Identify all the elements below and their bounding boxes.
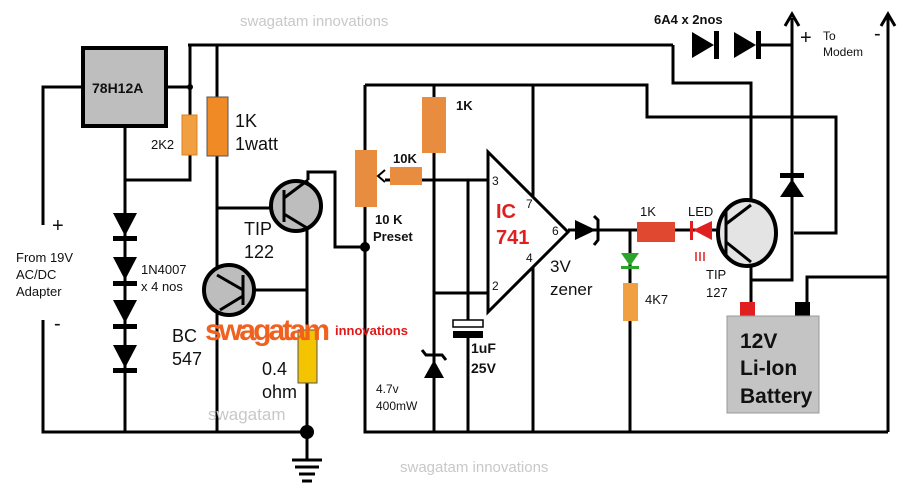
zener-ref-label: 400mW [376, 399, 418, 413]
input-label: Adapter [16, 284, 62, 299]
watermark-gray: swagatam [208, 405, 285, 424]
red-led-icon [690, 221, 712, 240]
shunt-label: 0.4 [262, 359, 287, 379]
led-light-icon [695, 252, 705, 261]
resistor-1k-1watt [206, 96, 229, 157]
preset-wiper-arrow-icon [376, 169, 386, 183]
zener-ref-label: 4.7v [376, 382, 399, 396]
junction-dot [187, 84, 193, 90]
resistor-1k-label: 1K [235, 111, 257, 131]
watermark-logo: swagatam [205, 314, 330, 347]
zener-out-label: 3V [550, 257, 571, 276]
watermark-repeat: swagatam innovations swagatam innovation… [240, 13, 548, 476]
zener-out-label: zener [550, 280, 593, 299]
battery-label: Battery [740, 385, 813, 408]
transistor-tip127-icon [716, 198, 778, 268]
junction-dot [300, 425, 314, 439]
capacitor-icon [452, 319, 484, 338]
battery-label: Li-Ion [740, 357, 797, 380]
tip127-label: 127 [706, 285, 728, 300]
opamp-pin-label: 3 [492, 174, 499, 188]
opamp-pin-label: 7 [526, 197, 533, 211]
resistor-1k-top [422, 97, 446, 153]
resistor-4k7 [623, 283, 638, 321]
resistor-1k-label: 1watt [235, 134, 278, 154]
preset-label: 10 K [375, 212, 403, 227]
input-minus-label: - [54, 313, 61, 335]
opamp-label: 741 [496, 227, 529, 249]
diode-chain-icon [113, 213, 137, 373]
resistor-1k-top-label: 1K [456, 98, 473, 113]
opamp-pin-label: 4 [526, 251, 533, 265]
resistor-2k2-label: 2K2 [151, 137, 174, 152]
tip122-label: 122 [244, 242, 274, 262]
green-led-icon [621, 253, 639, 269]
tip127-label: TIP [706, 267, 726, 282]
freewheel-diode-icon [780, 173, 804, 197]
output-minus-label: - [874, 23, 881, 45]
input-plus-label: + [52, 215, 64, 237]
input-label: AC/DC [16, 267, 56, 282]
output-diodes-label: 6A4 x 2nos [654, 12, 723, 27]
tip122-label: TIP [244, 219, 272, 239]
regulator-label: 78H12A [92, 80, 143, 96]
resistor-2k2 [181, 114, 198, 156]
resistor-10k-label: 10K [393, 151, 417, 166]
svg-text:swagatam innovations: swagatam innovations [400, 459, 548, 476]
opamp-label: IC [496, 201, 516, 223]
opamp-pin-label: 6 [552, 224, 559, 238]
output-label: To [823, 29, 836, 43]
battery-label: 12V [740, 330, 777, 353]
preset-label: Preset [373, 229, 413, 244]
diode-label: 1N4007 [141, 262, 187, 277]
watermark-logo-sub: innovations [335, 323, 408, 338]
output-plus-label: + [800, 27, 812, 49]
opamp-pin-label: 2 [492, 279, 499, 293]
battery-negative-terminal [795, 302, 810, 316]
zener-3v-icon [575, 214, 600, 246]
output-label: Modem [823, 45, 863, 59]
bc547-label: 547 [172, 349, 202, 369]
resistor-10k [390, 167, 422, 185]
resistor-4k7-label: 4K7 [645, 292, 668, 307]
svg-text:swagatam innovations: swagatam innovations [240, 13, 388, 30]
ground-icon [292, 458, 322, 483]
preset-10k [355, 150, 377, 207]
bc547-label: BC [172, 326, 197, 346]
diode-label: x 4 nos [141, 279, 183, 294]
resistor-shunt [297, 329, 318, 384]
led-label: LED [688, 204, 713, 219]
resistor-1k-led-label: 1K [640, 204, 656, 219]
output-diodes-icon [692, 31, 761, 59]
resistor-1k-led [637, 222, 675, 242]
opamp-741-icon [486, 148, 571, 316]
capacitor-label: 25V [471, 360, 497, 376]
battery [726, 315, 820, 414]
zener-diode-icon [420, 349, 448, 378]
battery-positive-terminal [740, 302, 755, 316]
shunt-label: ohm [262, 382, 297, 402]
regulator-ic [81, 46, 168, 128]
capacitor-label: 1uF [471, 340, 496, 356]
input-label: From 19V [16, 250, 73, 265]
junction-dot [360, 242, 370, 252]
transistor-bc547-icon [202, 263, 256, 317]
transistor-tip122-icon [269, 178, 323, 233]
